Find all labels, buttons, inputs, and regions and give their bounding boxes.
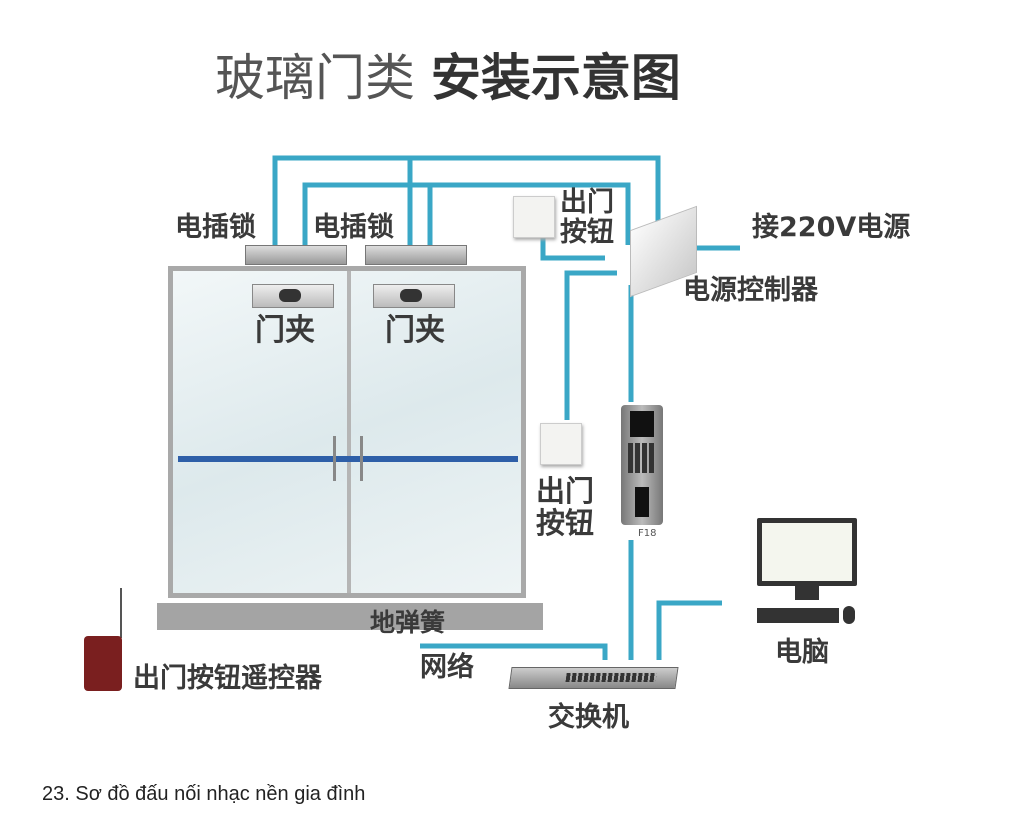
switch-ports [565,673,657,682]
handle-right [360,436,363,481]
exit-button-middle [540,423,582,465]
terminal-keypad [628,443,656,473]
mouse [843,606,855,624]
label-exit-mid: 出门按钮 [536,475,594,539]
electric-lock-right [365,245,467,265]
label-exit-mid-1: 出门 [536,474,595,508]
label-exit-mid-2: 按钮 [536,506,595,540]
label-computer: 电脑 [775,637,829,668]
label-device-model: F18 [638,528,657,539]
monitor-screen [762,523,852,581]
floor-spring [157,603,543,630]
wire-switch-pc [656,600,722,660]
computer-monitor [757,518,857,586]
monitor-stand [795,586,819,600]
wire-exit-mid [564,270,617,420]
door-clip-right [373,284,455,308]
door-handle-bar [178,456,518,462]
label-remote: 出门按钮遥控器 [133,663,322,694]
remote-control [84,636,122,691]
label-exit-top-2: 按钮 [560,217,614,248]
title-bold: 安装示意图 [430,49,681,107]
access-terminal [621,405,663,525]
label-network: 网络 [420,652,474,683]
label-switch: 交换机 [548,702,629,733]
terminal-screen [630,411,654,437]
handle-left [333,436,336,481]
wire-lock-left-2 [302,182,631,250]
label-lock-left: 电插锁 [175,212,256,243]
keyboard [757,608,839,623]
door-divider [347,271,351,593]
label-power-input: 接220V电源 [752,212,911,243]
wire-network [420,643,608,660]
label-floor-spring: 地弹簧 [370,608,446,637]
fingerprint-sensor [635,487,649,517]
title-light: 玻璃门类 [215,49,415,107]
remote-antenna [120,588,122,638]
door-clip-left [252,284,334,308]
caption: 23. Sơ đồ đấu nối nhạc nền gia đình [42,783,366,805]
electric-lock-left [245,245,347,265]
label-exit-top-1: 出门 [560,187,614,218]
diagram-title: 玻璃门类 安装示意图 [215,38,681,110]
wire-exit-top [540,238,605,261]
network-switch [508,667,679,689]
label-exit-top: 出门按钮 [560,188,614,248]
label-lock-right: 电插锁 [313,212,394,243]
label-clip-right: 门夹 [385,313,445,348]
label-power-controller: 电源控制器 [683,275,818,306]
glass-door [168,266,526,598]
exit-button-top [513,196,555,238]
wire-lock-left-power [272,155,661,250]
label-clip-left: 门夹 [255,313,315,348]
